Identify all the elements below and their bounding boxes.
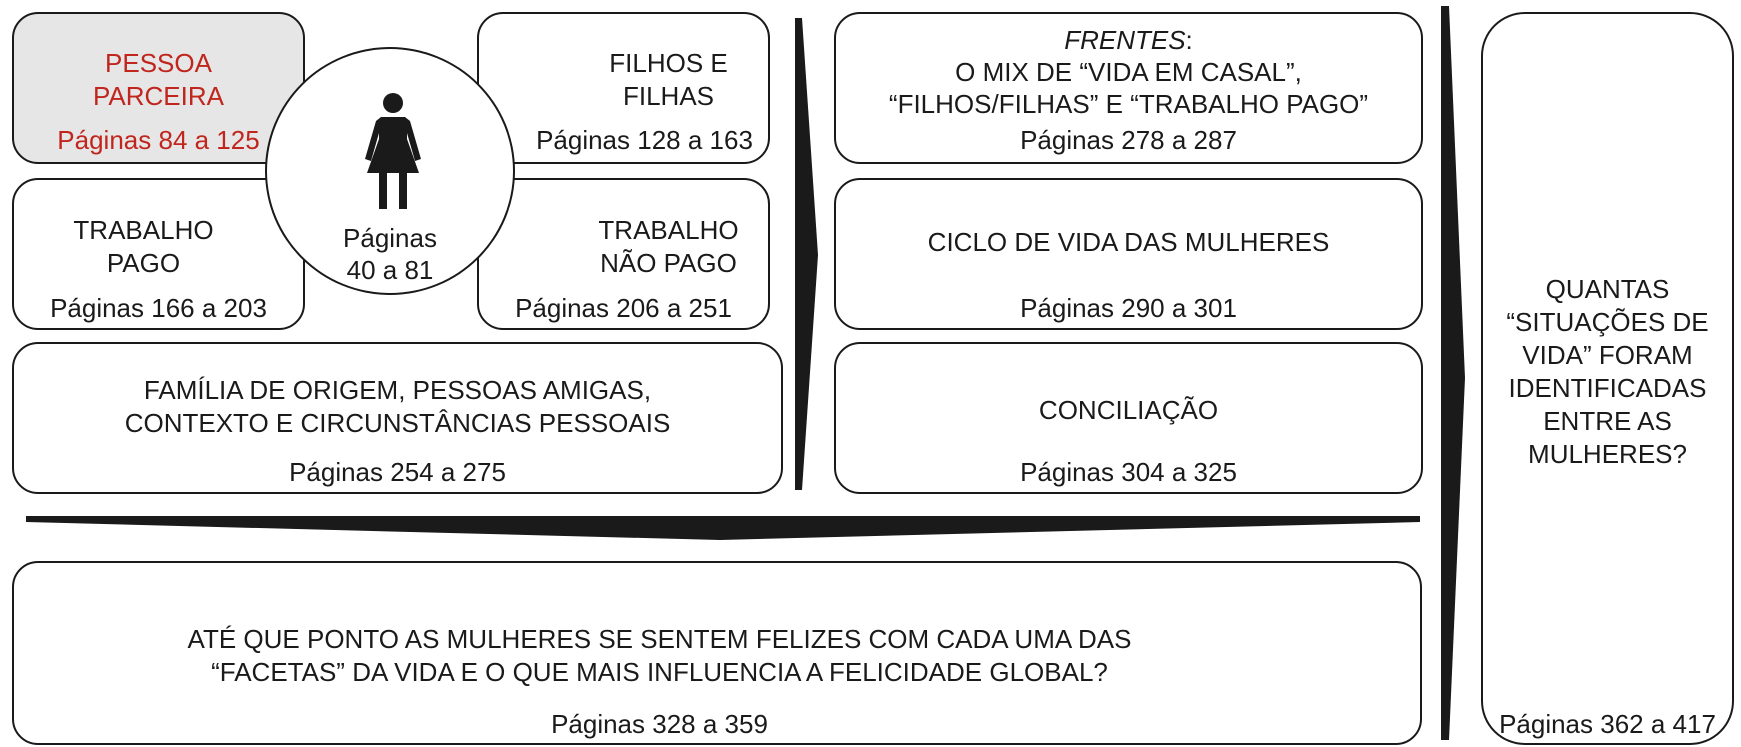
situacoes-line2: “SITUAÇÕES DE <box>1506 307 1709 337</box>
situacoes-line6: MULHERES? <box>1528 439 1687 469</box>
center-pages-line1: Páginas <box>343 223 437 253</box>
frentes-title: FRENTES: <box>836 24 1421 57</box>
horizontal-arrow-down <box>26 516 1420 540</box>
vertical-arrow-right <box>1441 6 1465 740</box>
pessoa-parceira-line1: PESSOA <box>105 48 212 78</box>
ciclo-vida-line1: CICLO DE VIDA DAS MULHERES <box>927 227 1330 257</box>
box-filhos-filhas: FILHOS E FILHAS Páginas 128 a 163 <box>477 12 770 164</box>
trabalho-pago-line1: TRABALHO <box>73 215 214 245</box>
center-circle: Páginas 40 a 81 <box>265 47 515 295</box>
situacoes-line4: IDENTIFICADAS <box>1508 373 1707 403</box>
situacoes-pages: Páginas 362 a 417 <box>1499 709 1716 739</box>
frentes-title-suffix: : <box>1185 25 1193 55</box>
frentes-title-italic: FRENTES <box>1064 25 1186 55</box>
trabalho-pago-line2: PAGO <box>106 248 181 278</box>
box-situacoes-vida: QUANTAS “SITUAÇÕES DE VIDA” FORAM IDENTI… <box>1481 12 1734 745</box>
box-trabalho-pago: TRABALHO PAGO Páginas 166 a 203 <box>12 178 305 330</box>
familia-origem-line1: FAMÍLIA DE ORIGEM, PESSOAS AMIGAS, <box>143 375 652 405</box>
filhos-filhas-line2: FILHAS <box>622 81 715 111</box>
frentes-pages: Páginas 278 a 287 <box>1020 125 1237 155</box>
situacoes-line3: VIDA” FORAM <box>1522 340 1693 370</box>
situacoes-line1: QUANTAS <box>1545 274 1670 304</box>
trabalho-nao-pago-line2: NÃO PAGO <box>600 248 737 278</box>
trabalho-pago-pages: Páginas 166 a 203 <box>50 293 267 323</box>
box-frentes: FRENTES: O MIX DE “VIDA EM CASAL”, “FILH… <box>834 12 1423 164</box>
ciclo-vida-pages: Páginas 290 a 301 <box>1020 293 1237 323</box>
filhos-filhas-line1: FILHOS E <box>609 48 728 78</box>
pessoa-parceira-pages: Páginas 84 a 125 <box>57 125 260 155</box>
box-familia-origem: FAMÍLIA DE ORIGEM, PESSOAS AMIGAS, CONTE… <box>12 342 783 494</box>
center-pages-line2: 40 a 81 <box>346 255 434 285</box>
trabalho-nao-pago-line1: TRABALHO <box>598 215 739 245</box>
familia-origem-pages: Páginas 254 a 275 <box>289 457 506 487</box>
felicidade-pages: Páginas 328 a 359 <box>551 709 768 739</box>
box-ciclo-vida: CICLO DE VIDA DAS MULHERES Páginas 290 a… <box>834 178 1423 330</box>
box-conciliacao: CONCILIAÇÃO Páginas 304 a 325 <box>834 342 1423 494</box>
box-pessoa-parceira: PESSOA PARCEIRA Páginas 84 a 125 <box>12 12 305 164</box>
familia-origem-line2: CONTEXTO E CIRCUNSTÂNCIAS PESSOAIS <box>124 408 671 438</box>
frentes-line2: O MIX DE “VIDA EM CASAL”, <box>955 57 1302 87</box>
felicidade-line2: “FACETAS” DA VIDA E O QUE MAIS INFLUENCI… <box>211 657 1108 687</box>
trabalho-nao-pago-pages: Páginas 206 a 251 <box>515 293 732 323</box>
situacoes-line5: ENTRE AS <box>1543 406 1672 436</box>
felicidade-line1: ATÉ QUE PONTO AS MULHERES SE SENTEM FELI… <box>187 624 1132 654</box>
box-trabalho-nao-pago: TRABALHO NÃO PAGO Páginas 206 a 251 <box>477 178 770 330</box>
box-felicidade: ATÉ QUE PONTO AS MULHERES SE SENTEM FELI… <box>12 561 1422 745</box>
conciliacao-line1: CONCILIAÇÃO <box>1038 395 1219 425</box>
frentes-line3: “FILHOS/FILHAS” E “TRABALHO PAGO” <box>888 89 1369 119</box>
filhos-filhas-pages: Páginas 128 a 163 <box>536 125 753 155</box>
woman-icon <box>365 93 421 209</box>
vertical-arrow-left <box>795 18 818 490</box>
pessoa-parceira-line2: PARCEIRA <box>93 81 224 111</box>
conciliacao-pages: Páginas 304 a 325 <box>1020 457 1237 487</box>
